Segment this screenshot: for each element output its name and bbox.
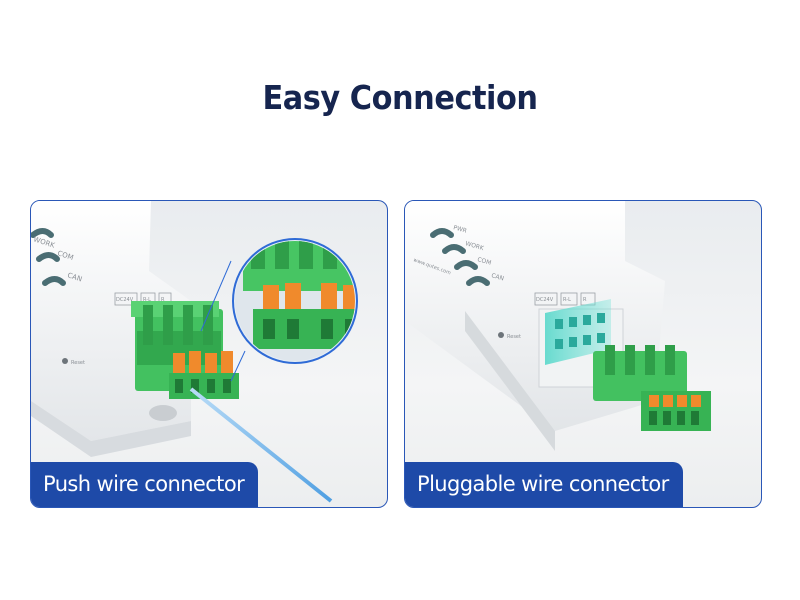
blue-wire xyxy=(189,387,333,503)
pluggable-wire-connector-panel: PWR WORK COM CAN www.qutes.com DC24V R-L… xyxy=(404,200,762,508)
reset-button xyxy=(498,332,504,338)
push-wire-connector-illustration: WORK COM CAN DC24V R-L R Reset xyxy=(31,201,358,503)
led-indicator xyxy=(36,252,60,262)
svg-text:DC24V: DC24V xyxy=(536,297,554,303)
zoom-callout xyxy=(200,238,358,382)
pluggable-wire-connector-illustration: PWR WORK COM CAN www.qutes.com DC24V R-L… xyxy=(405,201,711,451)
led-label: PWR xyxy=(452,224,467,235)
reset-button xyxy=(62,358,68,364)
device-base xyxy=(31,401,191,457)
push-wire-caption: Push wire connector xyxy=(31,462,259,507)
led-indicator xyxy=(442,244,466,254)
svg-text:R: R xyxy=(583,297,587,303)
page-title: Easy Connection xyxy=(262,78,538,117)
pluggable-wire-caption: Pluggable wire connector xyxy=(405,462,683,507)
port-labels: DC24V R-L R xyxy=(534,292,596,306)
reset-label: Reset xyxy=(71,360,85,366)
led-indicator xyxy=(430,228,454,238)
svg-text:R-L: R-L xyxy=(143,297,151,303)
green-push-connector xyxy=(131,301,239,399)
led-indicator xyxy=(466,276,490,286)
reset-label: Reset xyxy=(507,334,521,340)
mount-clip xyxy=(149,405,177,421)
svg-text:R-L: R-L xyxy=(563,297,571,303)
led-label: COM xyxy=(476,256,491,267)
socket-pins xyxy=(555,313,605,349)
svg-text:DC24V: DC24V xyxy=(116,297,134,303)
led-label: CAN xyxy=(490,272,504,282)
led-indicator xyxy=(31,228,54,238)
svg-text:R: R xyxy=(161,297,165,303)
push-wire-connector-panel: WORK COM CAN DC24V R-L R Reset xyxy=(30,200,388,508)
green-pluggable-connector xyxy=(593,345,711,431)
led-indicator xyxy=(454,260,478,270)
led-indicator xyxy=(42,276,66,286)
device-side xyxy=(465,311,555,451)
